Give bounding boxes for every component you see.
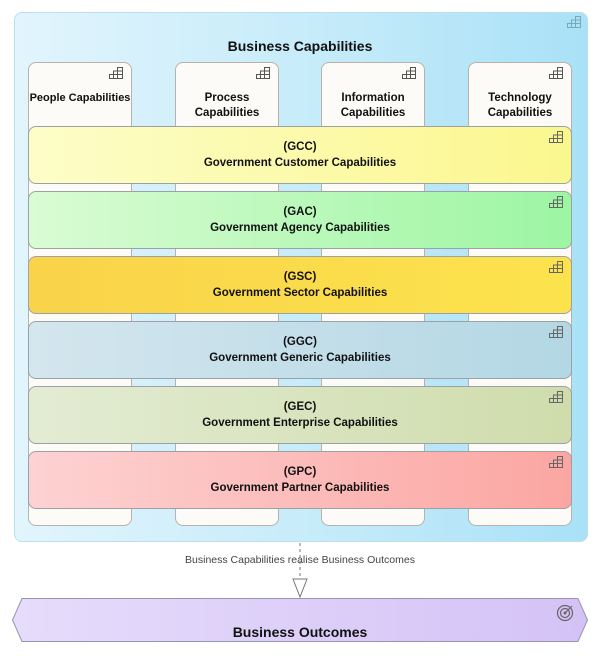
row-code: (GCC) <box>283 141 317 153</box>
row-code: (GEC) <box>283 401 317 413</box>
capability-grid-icon <box>402 67 416 79</box>
column-label: People Capabilities <box>29 92 131 104</box>
row-name: Government Partner Capabilities <box>210 482 390 494</box>
business-outcomes-label: Business Outcomes <box>232 624 368 640</box>
row-name: Government Sector Capabilities <box>212 287 388 299</box>
row-gcc[interactable]: (GCC) Government Customer Capabilities <box>28 126 572 184</box>
capability-grid-icon <box>567 16 581 28</box>
row-code: (GGC) <box>283 336 317 348</box>
capability-grid-icon <box>549 131 563 143</box>
row-name: Government Generic Capabilities <box>209 352 391 364</box>
capability-grid-icon <box>549 391 563 403</box>
column-label: Technology Capabilities <box>487 92 553 119</box>
row-code: (GAC) <box>283 206 317 218</box>
row-name: Government Enterprise Capabilities <box>202 417 398 429</box>
row-code: (GPC) <box>283 466 317 478</box>
capability-grid-icon <box>549 261 563 273</box>
row-gsc[interactable]: (GSC) Government Sector Capabilities <box>28 256 572 314</box>
column-label: Information Capabilities <box>340 92 406 119</box>
capability-grid-icon <box>549 456 563 468</box>
business-outcomes-box[interactable] <box>12 598 588 642</box>
connector-label: Business Capabilities realise Business O… <box>185 554 415 566</box>
row-ggc[interactable]: (GGC) Government Generic Capabilities <box>28 321 572 379</box>
capability-grid-icon <box>549 196 563 208</box>
capability-grid-icon <box>549 67 563 79</box>
row-name: Government Agency Capabilities <box>210 222 390 234</box>
row-gac[interactable]: (GAC) Government Agency Capabilities <box>28 191 572 249</box>
row-code: (GSC) <box>283 271 317 283</box>
capability-grid-icon <box>549 326 563 338</box>
business-capabilities-title: Business Capabilities <box>227 38 373 54</box>
target-icon <box>556 604 574 622</box>
realisation-connector[interactable] <box>290 543 310 599</box>
row-name: Government Customer Capabilities <box>203 157 397 169</box>
column-label: Process Capabilities <box>194 92 260 119</box>
capability-grid-icon <box>109 67 123 79</box>
capability-grid-icon <box>256 67 270 79</box>
row-gec[interactable]: (GEC) Government Enterprise Capabilities <box>28 386 572 444</box>
row-gpc[interactable]: (GPC) Government Partner Capabilities <box>28 451 572 509</box>
